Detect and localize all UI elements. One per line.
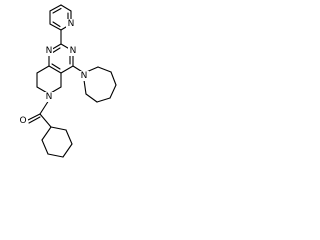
atom-label-carbonyl-o: O — [18, 116, 28, 126]
atom-label-azepane-n: N — [79, 71, 89, 81]
amide-n-c-bond — [39, 99, 50, 115]
atom-label-ring-n: N — [44, 92, 54, 102]
cyclohexane-ring — [41, 126, 73, 158]
carbonyl-group — [27, 113, 41, 124]
svg-text:N: N — [81, 71, 88, 81]
svg-text:N: N — [46, 46, 53, 56]
svg-text:N: N — [46, 92, 53, 102]
acyl-cyclohexyl-bond — [39, 113, 52, 128]
atom-label-pyrimidine-n3: N — [68, 46, 77, 56]
svg-text:O: O — [19, 116, 26, 126]
molecule-canvas: N N N N N O — [0, 0, 120, 189]
atom-label-pyridine-n: N — [66, 19, 75, 29]
svg-text:N: N — [70, 46, 77, 56]
svg-text:N: N — [68, 19, 75, 29]
piperidine-ring — [36, 65, 62, 95]
chemical-structure-drawing: N N N N N O — [18, 4, 117, 158]
atom-label-pyrimidine-n1: N — [44, 46, 53, 56]
